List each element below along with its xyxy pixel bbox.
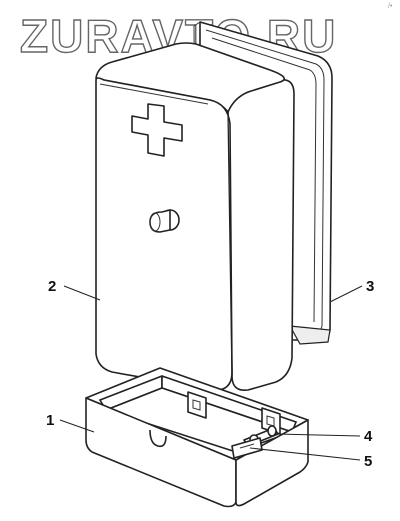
callout-5: 5 — [249, 447, 372, 470]
callout-label-5: 5 — [364, 453, 372, 470]
callout-4: 4 — [275, 428, 373, 445]
hinge-bracket — [231, 437, 263, 459]
corner-mark: /• — [388, 3, 393, 10]
callout-2: 2 — [48, 278, 101, 301]
watermark-text: ZURAVTO.RU — [20, 10, 337, 62]
callout-label-1: 1 — [46, 412, 54, 429]
case-body — [95, 42, 295, 392]
callout-label-3: 3 — [366, 278, 374, 295]
latch-button-icon — [149, 209, 180, 233]
medical-cross-icon — [131, 103, 183, 157]
callout-3: 3 — [329, 278, 374, 303]
callout-1: 1 — [46, 412, 95, 433]
base-tray — [85, 367, 309, 508]
callout-label-4: 4 — [364, 428, 373, 445]
callout-label-2: 2 — [48, 278, 56, 295]
